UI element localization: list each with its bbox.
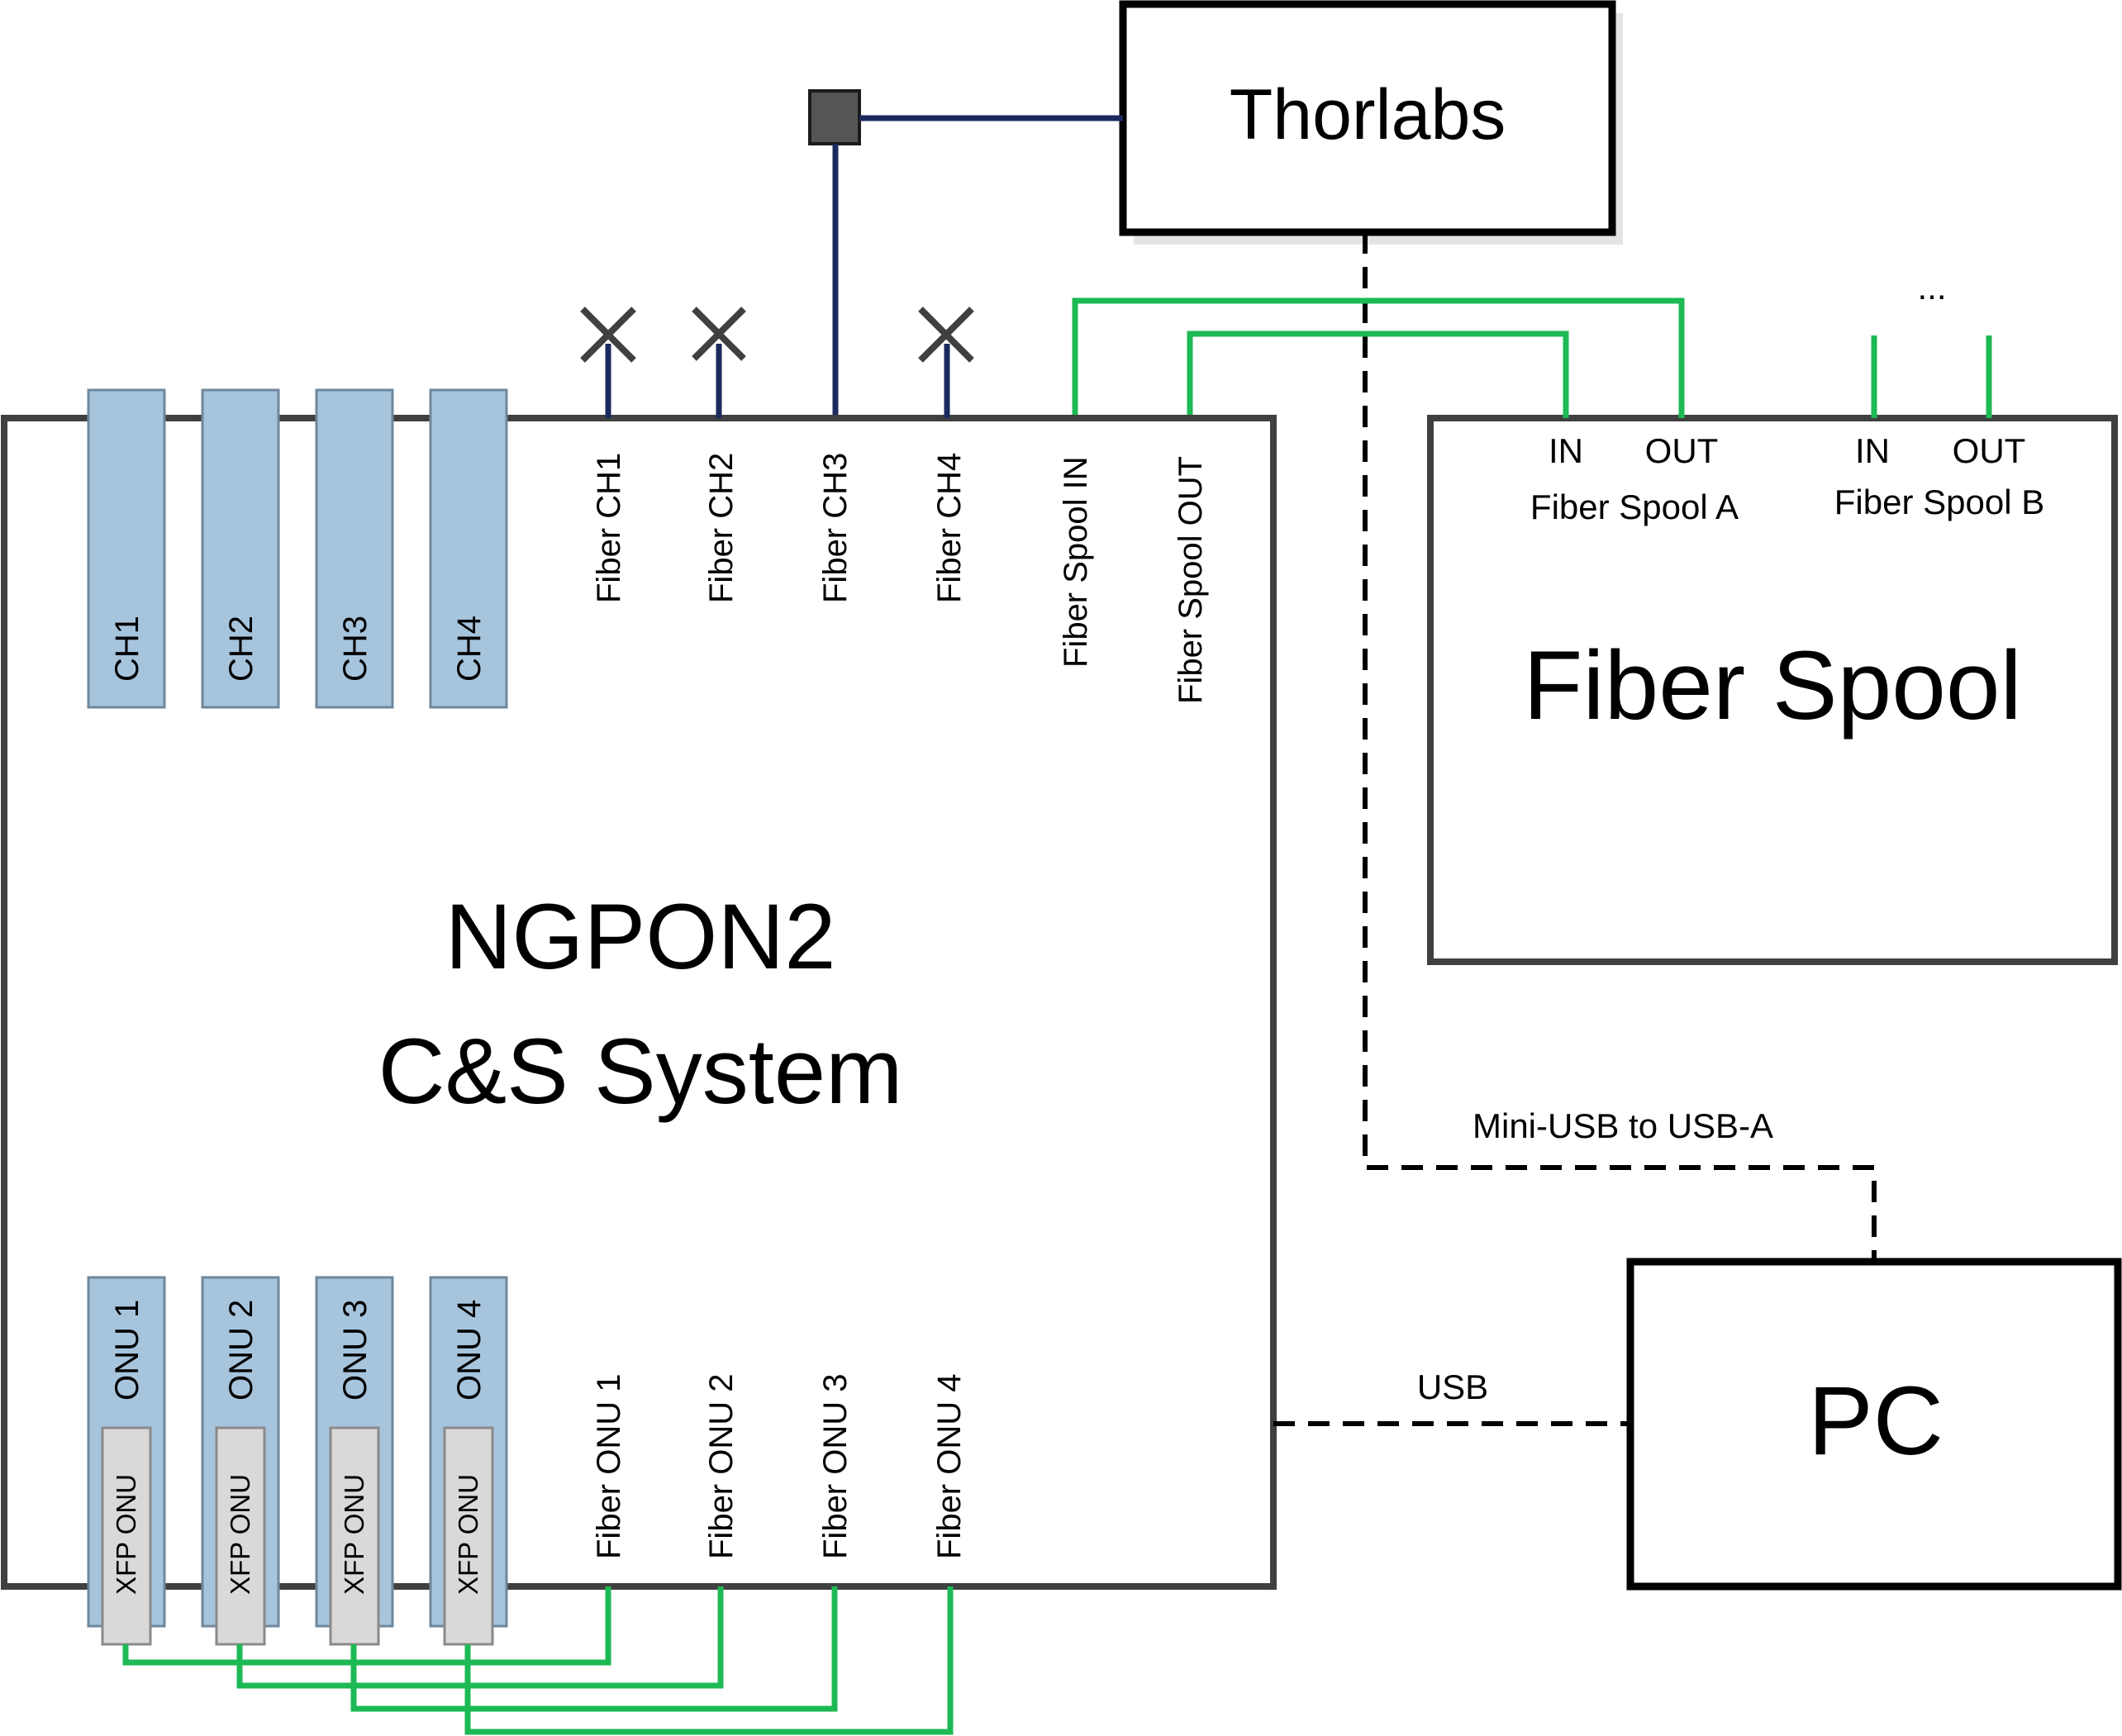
coupler-block xyxy=(808,89,861,145)
more-spools-ellipsis: ... xyxy=(1917,268,1946,307)
fiber-ch4-unconnected-x-icon xyxy=(918,307,974,363)
pc-label: PC xyxy=(1808,1367,1944,1476)
port-fiber-spool-out: Fiber Spool OUT xyxy=(1173,456,1209,704)
mini-usb-cable xyxy=(1363,232,1877,1263)
xfp-onu2-label: XFP ONU xyxy=(225,1474,255,1595)
spool-b-in-label: IN xyxy=(1855,431,1890,470)
ch2-label: CH2 xyxy=(223,616,259,682)
xfp-onu1-label: XFP ONU xyxy=(111,1474,141,1595)
ch1-label: CH1 xyxy=(109,616,145,682)
ch3-label: CH3 xyxy=(337,616,373,682)
fiber-ch1-unconnected-x-icon xyxy=(580,307,636,363)
fiber-spool-device: Fiber Spool IN OUT Fiber Spool A IN OUT … xyxy=(1427,268,2118,965)
port-fiber-onu3: Fiber ONU 3 xyxy=(817,1374,854,1560)
thorlabs-label: Thorlabs xyxy=(1230,75,1506,155)
onu2-fiber-cable xyxy=(236,1586,724,1689)
xfp-onu1-module xyxy=(101,1426,152,1646)
spool-b-name: Fiber Spool B xyxy=(1834,483,2044,521)
ch4-label: CH4 xyxy=(451,616,488,682)
onu3-fiber-cable xyxy=(350,1586,838,1712)
onu1-fiber-cable xyxy=(122,1586,611,1666)
spool-a-name: Fiber Spool A xyxy=(1530,488,1739,526)
xfp-onu2-module xyxy=(215,1426,266,1646)
onu2-label: ONU 2 xyxy=(223,1300,259,1401)
port-fiber-ch2: Fiber CH2 xyxy=(703,453,740,603)
ngpon2-title-line1: NGPON2 xyxy=(445,885,836,988)
ch4-module xyxy=(429,388,508,709)
spool-a-in-label: IN xyxy=(1549,431,1583,470)
ch2-module xyxy=(201,388,280,709)
xfp-onu4-label: XFP ONU xyxy=(453,1474,483,1595)
port-fiber-spool-in: Fiber Spool IN xyxy=(1058,456,1094,668)
port-fiber-onu2: Fiber ONU 2 xyxy=(703,1374,740,1560)
usb-label: USB xyxy=(1417,1367,1488,1406)
mini-usb-label: Mini-USB to USB-A xyxy=(1473,1106,1773,1145)
fiber-spool-in-cable xyxy=(1072,297,1685,418)
ch1-module xyxy=(87,388,166,709)
port-fiber-ch4: Fiber CH4 xyxy=(931,453,968,603)
port-fiber-onu4: Fiber ONU 4 xyxy=(931,1374,968,1560)
port-fiber-ch1: Fiber CH1 xyxy=(591,453,627,603)
fiber-spool-box xyxy=(1427,415,2118,965)
fiber-spool-label: Fiber Spool xyxy=(1523,631,2021,740)
spool-b-out-label: OUT xyxy=(1953,431,2026,470)
onu4-label: ONU 4 xyxy=(451,1300,488,1401)
port-fiber-onu1: Fiber ONU 1 xyxy=(591,1374,627,1560)
xfp-onu3-module xyxy=(329,1426,380,1646)
xfp-onu4-module xyxy=(443,1426,494,1646)
fiber-spool-out-cable xyxy=(1187,331,1569,418)
xfp-onu3-label: XFP ONU xyxy=(339,1474,369,1595)
onu3-label: ONU 3 xyxy=(337,1300,373,1401)
fiber-ch2-unconnected-x-icon xyxy=(692,307,746,361)
ch3-module xyxy=(315,388,394,709)
ngpon2-title-line2: C&S System xyxy=(378,1020,903,1123)
onu4-fiber-cable xyxy=(464,1586,954,1735)
thorlabs-box xyxy=(1119,0,1616,236)
thorlabs-device: Thorlabs xyxy=(1119,0,1623,245)
spool-a-out-label: OUT xyxy=(1645,431,1719,470)
port-fiber-ch3: Fiber CH3 xyxy=(817,453,854,603)
onu1-label: ONU 1 xyxy=(109,1300,145,1401)
pc-box xyxy=(1626,1258,2122,1591)
